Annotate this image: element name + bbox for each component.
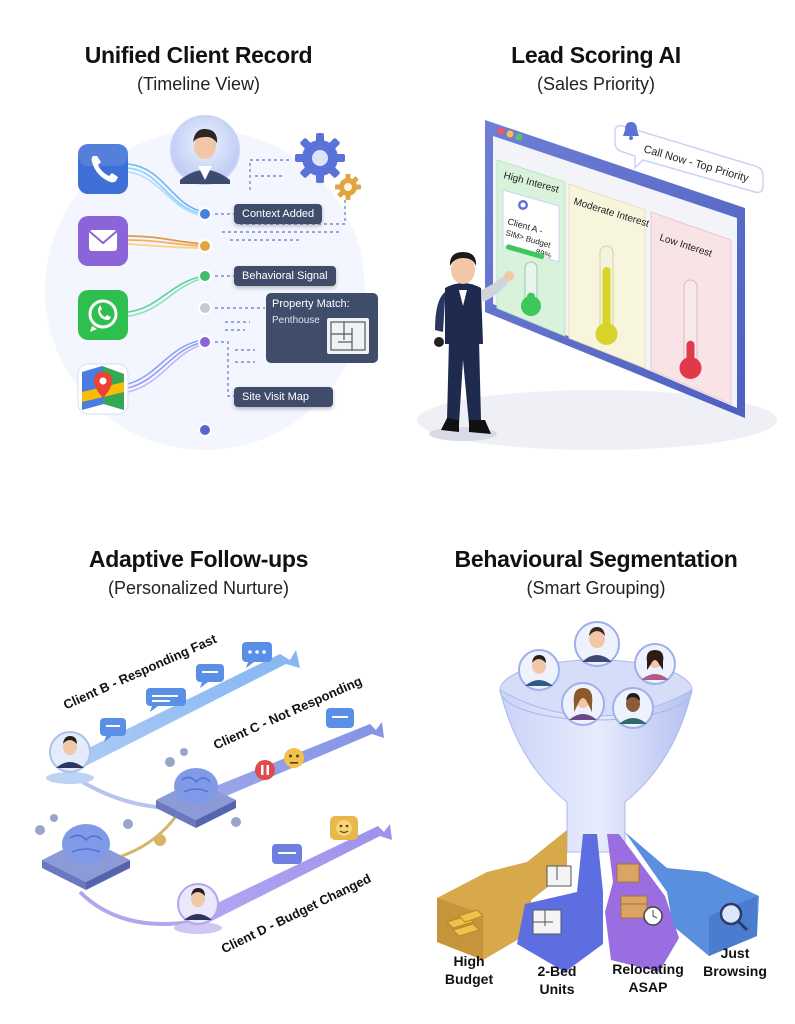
salesperson-figure <box>429 252 514 441</box>
client-b-avatar <box>46 731 94 784</box>
client-card <box>502 189 560 263</box>
chat-bubble-icon <box>100 642 272 742</box>
mail-icon <box>78 216 128 266</box>
panel-title: Unified Client Record <box>84 42 313 68</box>
timeline-node <box>198 335 212 349</box>
whatsapp-icon <box>78 290 128 340</box>
panel-title: Behavioural Segmentation <box>454 546 738 572</box>
tag-context-added: Context Added <box>234 204 323 224</box>
avatar <box>634 643 676 685</box>
chute-2bed <box>517 834 603 972</box>
ai-brain-icon <box>42 824 130 890</box>
track-client-d <box>190 824 392 928</box>
emoji-icon <box>330 816 358 840</box>
ai-brain-icon <box>156 768 236 828</box>
phone-icon <box>78 144 128 194</box>
card-score-bar <box>506 244 545 260</box>
panel-segmentation: Behavioural Segmentation (Smart Grouping… <box>397 512 795 1024</box>
maps-stream <box>127 339 205 393</box>
avatar <box>518 649 560 691</box>
panel-title: Adaptive Follow-ups <box>88 546 309 572</box>
gear-icon <box>335 174 361 200</box>
timeline-node <box>198 301 212 315</box>
panel-subtitle: (Personalized Nurture) <box>107 578 290 598</box>
chat-bubble-icon <box>272 844 302 864</box>
gear-icon <box>35 748 241 846</box>
timeline-illustration <box>45 115 378 450</box>
panel-subtitle: (Smart Grouping) <box>526 578 666 598</box>
track-client-b <box>60 650 300 774</box>
tag-site-visit-map: Site Visit Map <box>234 387 334 407</box>
panel-title: Lead Scoring AI <box>511 42 681 68</box>
mail-stream <box>127 235 205 249</box>
segmentation-illustration <box>437 621 759 972</box>
avatar <box>612 687 654 729</box>
bell-icon <box>623 122 639 140</box>
chat-bubble-icon <box>326 708 354 728</box>
emoji-icon <box>284 748 304 768</box>
phone-stream <box>127 163 205 217</box>
panel-follow-ups: Adaptive Follow-ups (Personalized Nurtur… <box>0 512 397 1024</box>
panel-client-record: Unified Client Record (Timeline View) <box>0 0 397 512</box>
moving-box-icon <box>616 863 663 926</box>
timeline-node <box>198 269 212 283</box>
avatar <box>574 621 620 667</box>
whatsapp-stream <box>127 275 205 317</box>
lead-scoring-illustration: High Interest Moderate Interest Low Inte… <box>417 120 777 450</box>
timeline-node <box>198 239 212 253</box>
follow-ups-illustration <box>35 642 392 934</box>
avatar <box>561 682 605 726</box>
property-match-value: Penthouse <box>272 315 320 326</box>
track-client-c <box>176 722 384 814</box>
gear-icon <box>295 133 345 183</box>
thermometer-moderate <box>595 245 618 345</box>
magnifier-icon <box>719 902 749 932</box>
timeline-node <box>198 207 212 221</box>
thermometer-low <box>679 279 702 379</box>
panel-subtitle: (Timeline View) <box>136 74 261 94</box>
maps-icon <box>77 363 129 415</box>
client-avatar <box>170 115 240 185</box>
floorplan-icon <box>532 865 572 935</box>
property-match-title: Property Match: <box>272 298 350 310</box>
client-d-avatar <box>174 883 222 934</box>
timeline-node <box>198 423 212 437</box>
gold-bars-icon <box>446 909 484 937</box>
panel-subtitle: (Sales Priority) <box>536 74 656 94</box>
thermometer-high <box>521 261 541 316</box>
pause-icon <box>255 760 275 780</box>
avatar-group <box>518 621 676 729</box>
panel-lead-scoring: Lead Scoring AI (Sales Priority) High In… <box>397 0 795 512</box>
tag-behavioral-signal: Behavioral Signal <box>234 266 336 286</box>
